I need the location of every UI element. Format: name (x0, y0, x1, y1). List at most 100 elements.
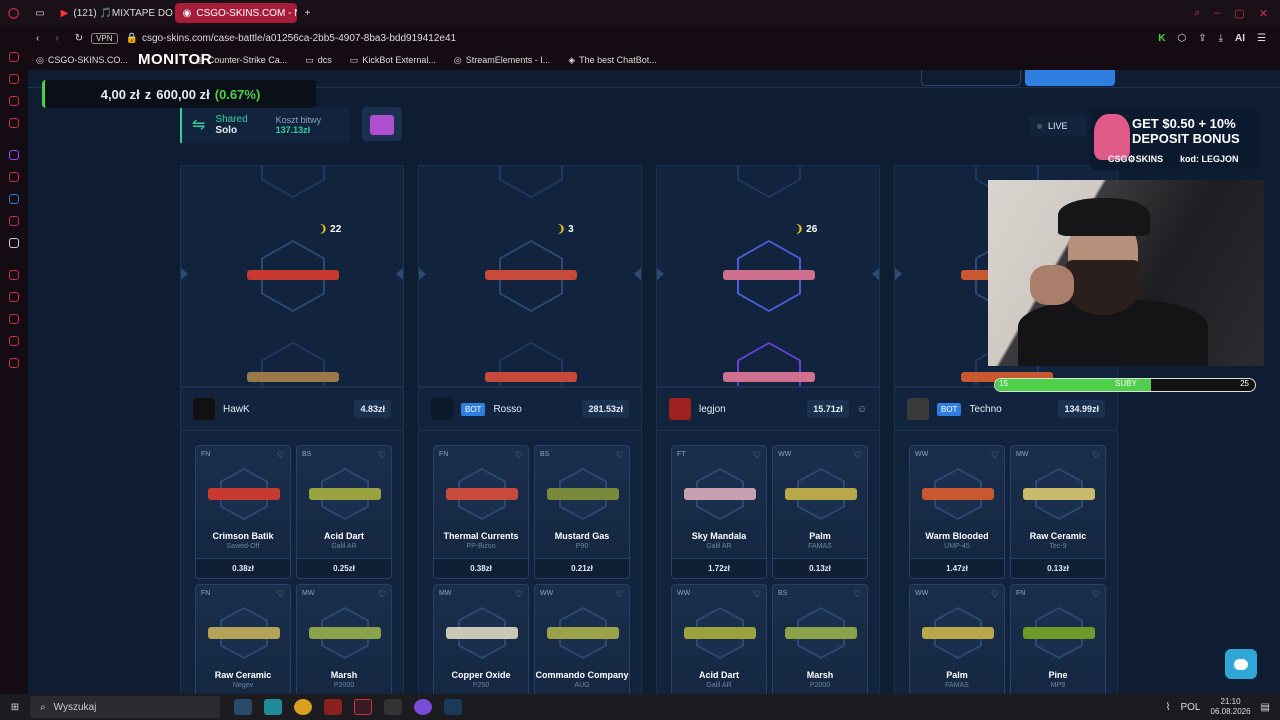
opera-logo-icon[interactable]: ◯ (8, 7, 20, 19)
opera-gx-icon[interactable] (354, 699, 372, 715)
clock-time[interactable]: 21:10 (1220, 697, 1241, 706)
header-primary-button[interactable] (1025, 70, 1115, 86)
tab-youtube[interactable]: ▶ (121) 🎵MIXTAPE DO (53, 3, 175, 23)
forward-icon[interactable]: › (55, 32, 59, 44)
player-name[interactable]: legjon (699, 403, 726, 415)
avatar[interactable] (193, 398, 215, 420)
favorite-icon[interactable]: ♡ (514, 589, 523, 599)
sidebar-app-icon[interactable] (9, 292, 19, 302)
bookmark-item[interactable]: ▭dcs (305, 54, 332, 66)
sidebar-app-icon[interactable] (9, 74, 19, 84)
app-icon[interactable] (264, 699, 282, 715)
download-icon[interactable]: ⤓ (1218, 32, 1224, 44)
bookmark-item[interactable]: ◎Counter-Strike Ca... (195, 54, 288, 66)
app-icon[interactable] (414, 699, 432, 715)
tab-csgo-skins[interactable]: ◉ CSGO-SKINS.COM - Najlep (174, 3, 297, 23)
favorite-icon[interactable]: ♡ (752, 589, 761, 599)
bookmark-item[interactable]: ◎CSGO-SKINS.CO... (36, 54, 128, 66)
steam-app-icon[interactable] (234, 699, 252, 715)
chat-button[interactable] (1225, 649, 1257, 679)
taskbar-search[interactable]: ⌕ Wyszukaj (30, 696, 220, 718)
sidebar-app-icon[interactable] (9, 118, 19, 128)
favorite-icon[interactable]: ♡ (1091, 450, 1100, 460)
speed-dial-icon[interactable] (9, 52, 19, 62)
sidebar-app-icon[interactable] (9, 172, 19, 182)
player-name[interactable]: Rosso (493, 403, 522, 415)
sidebar-app-icon[interactable] (9, 96, 19, 106)
messenger-icon[interactable] (9, 194, 19, 204)
epic-games-icon[interactable] (384, 699, 402, 715)
sidebar-app-icon[interactable] (9, 270, 19, 280)
emoji-icon[interactable]: ☺ (856, 403, 867, 415)
favorite-icon[interactable]: ♡ (377, 589, 386, 599)
avatar[interactable] (907, 398, 929, 420)
favorite-icon[interactable]: ♡ (514, 450, 523, 460)
steam-icon[interactable] (444, 699, 462, 715)
close-button[interactable]: ✕ (1258, 7, 1268, 20)
new-tab-button[interactable]: + (304, 7, 311, 19)
favorite-icon[interactable]: ♡ (276, 450, 285, 460)
avatar[interactable] (669, 398, 691, 420)
ai-button[interactable]: AI (1235, 32, 1246, 44)
sidebar-app-icon[interactable] (9, 336, 19, 346)
favorite-icon[interactable]: ♡ (990, 450, 999, 460)
bookmark-item[interactable]: ◎StreamElements - I... (453, 54, 551, 66)
extensions-icon[interactable]: ⬡ (1177, 32, 1187, 44)
favorite-icon[interactable]: ♡ (615, 589, 624, 599)
case-icon[interactable] (362, 107, 402, 141)
vpn-badge[interactable]: VPN (91, 32, 118, 44)
player-name[interactable]: HawK (223, 403, 250, 415)
favorite-icon[interactable]: ♡ (752, 450, 761, 460)
favorite-icon[interactable]: ♡ (853, 589, 862, 599)
bookmark-item[interactable]: ◈The best ChatBot... (568, 54, 657, 66)
favorite-icon[interactable]: ♡ (1091, 589, 1100, 599)
tab-switcher-icon[interactable]: ▭ (35, 7, 45, 19)
lock-icon[interactable]: 🔒 (125, 32, 138, 44)
favorite-icon[interactable]: ♡ (853, 450, 862, 460)
url-field[interactable]: csgo-skins.com/case-battle/a01256ca-2bb5… (141, 32, 457, 44)
x-icon[interactable] (9, 238, 19, 248)
back-icon[interactable]: ‹ (36, 32, 40, 44)
instagram-icon[interactable] (9, 216, 19, 226)
kick-extension-icon[interactable]: K (1158, 32, 1166, 44)
header-button[interactable] (921, 70, 1021, 86)
language-indicator[interactable]: POL (1180, 701, 1201, 713)
history-icon[interactable] (9, 314, 19, 324)
share-icon[interactable]: ⇪ (1198, 32, 1207, 44)
twitch-icon[interactable] (9, 150, 19, 160)
player-name[interactable]: Techno (969, 403, 1002, 415)
favorite-icon[interactable]: ♡ (615, 450, 624, 460)
favorite-icon[interactable]: ♡ (276, 589, 285, 599)
favorite-icon[interactable]: ♡ (990, 589, 999, 599)
minimize-button[interactable]: – (1214, 6, 1221, 19)
app-icon[interactable] (324, 699, 342, 715)
menu-icon[interactable]: ☰ (1257, 32, 1266, 44)
chrome-icon[interactable] (294, 699, 312, 715)
bookmark-item[interactable]: ▭KickBot External... (349, 54, 436, 66)
notification-icon[interactable]: ▤ (1260, 701, 1270, 713)
favorite-icon[interactable]: ♡ (377, 450, 386, 460)
reload-icon[interactable]: ↻ (74, 32, 84, 44)
maximize-button[interactable]: ▢ (1234, 7, 1245, 20)
search-icon[interactable]: ⌕ (1194, 6, 1201, 19)
wifi-icon[interactable]: ⌇ (1165, 701, 1171, 713)
avatar[interactable] (431, 398, 453, 420)
windows-start-icon[interactable]: ⊞ (10, 701, 20, 713)
clock-date[interactable]: 06.08.2026 (1210, 707, 1251, 716)
settings-icon[interactable] (9, 358, 19, 368)
